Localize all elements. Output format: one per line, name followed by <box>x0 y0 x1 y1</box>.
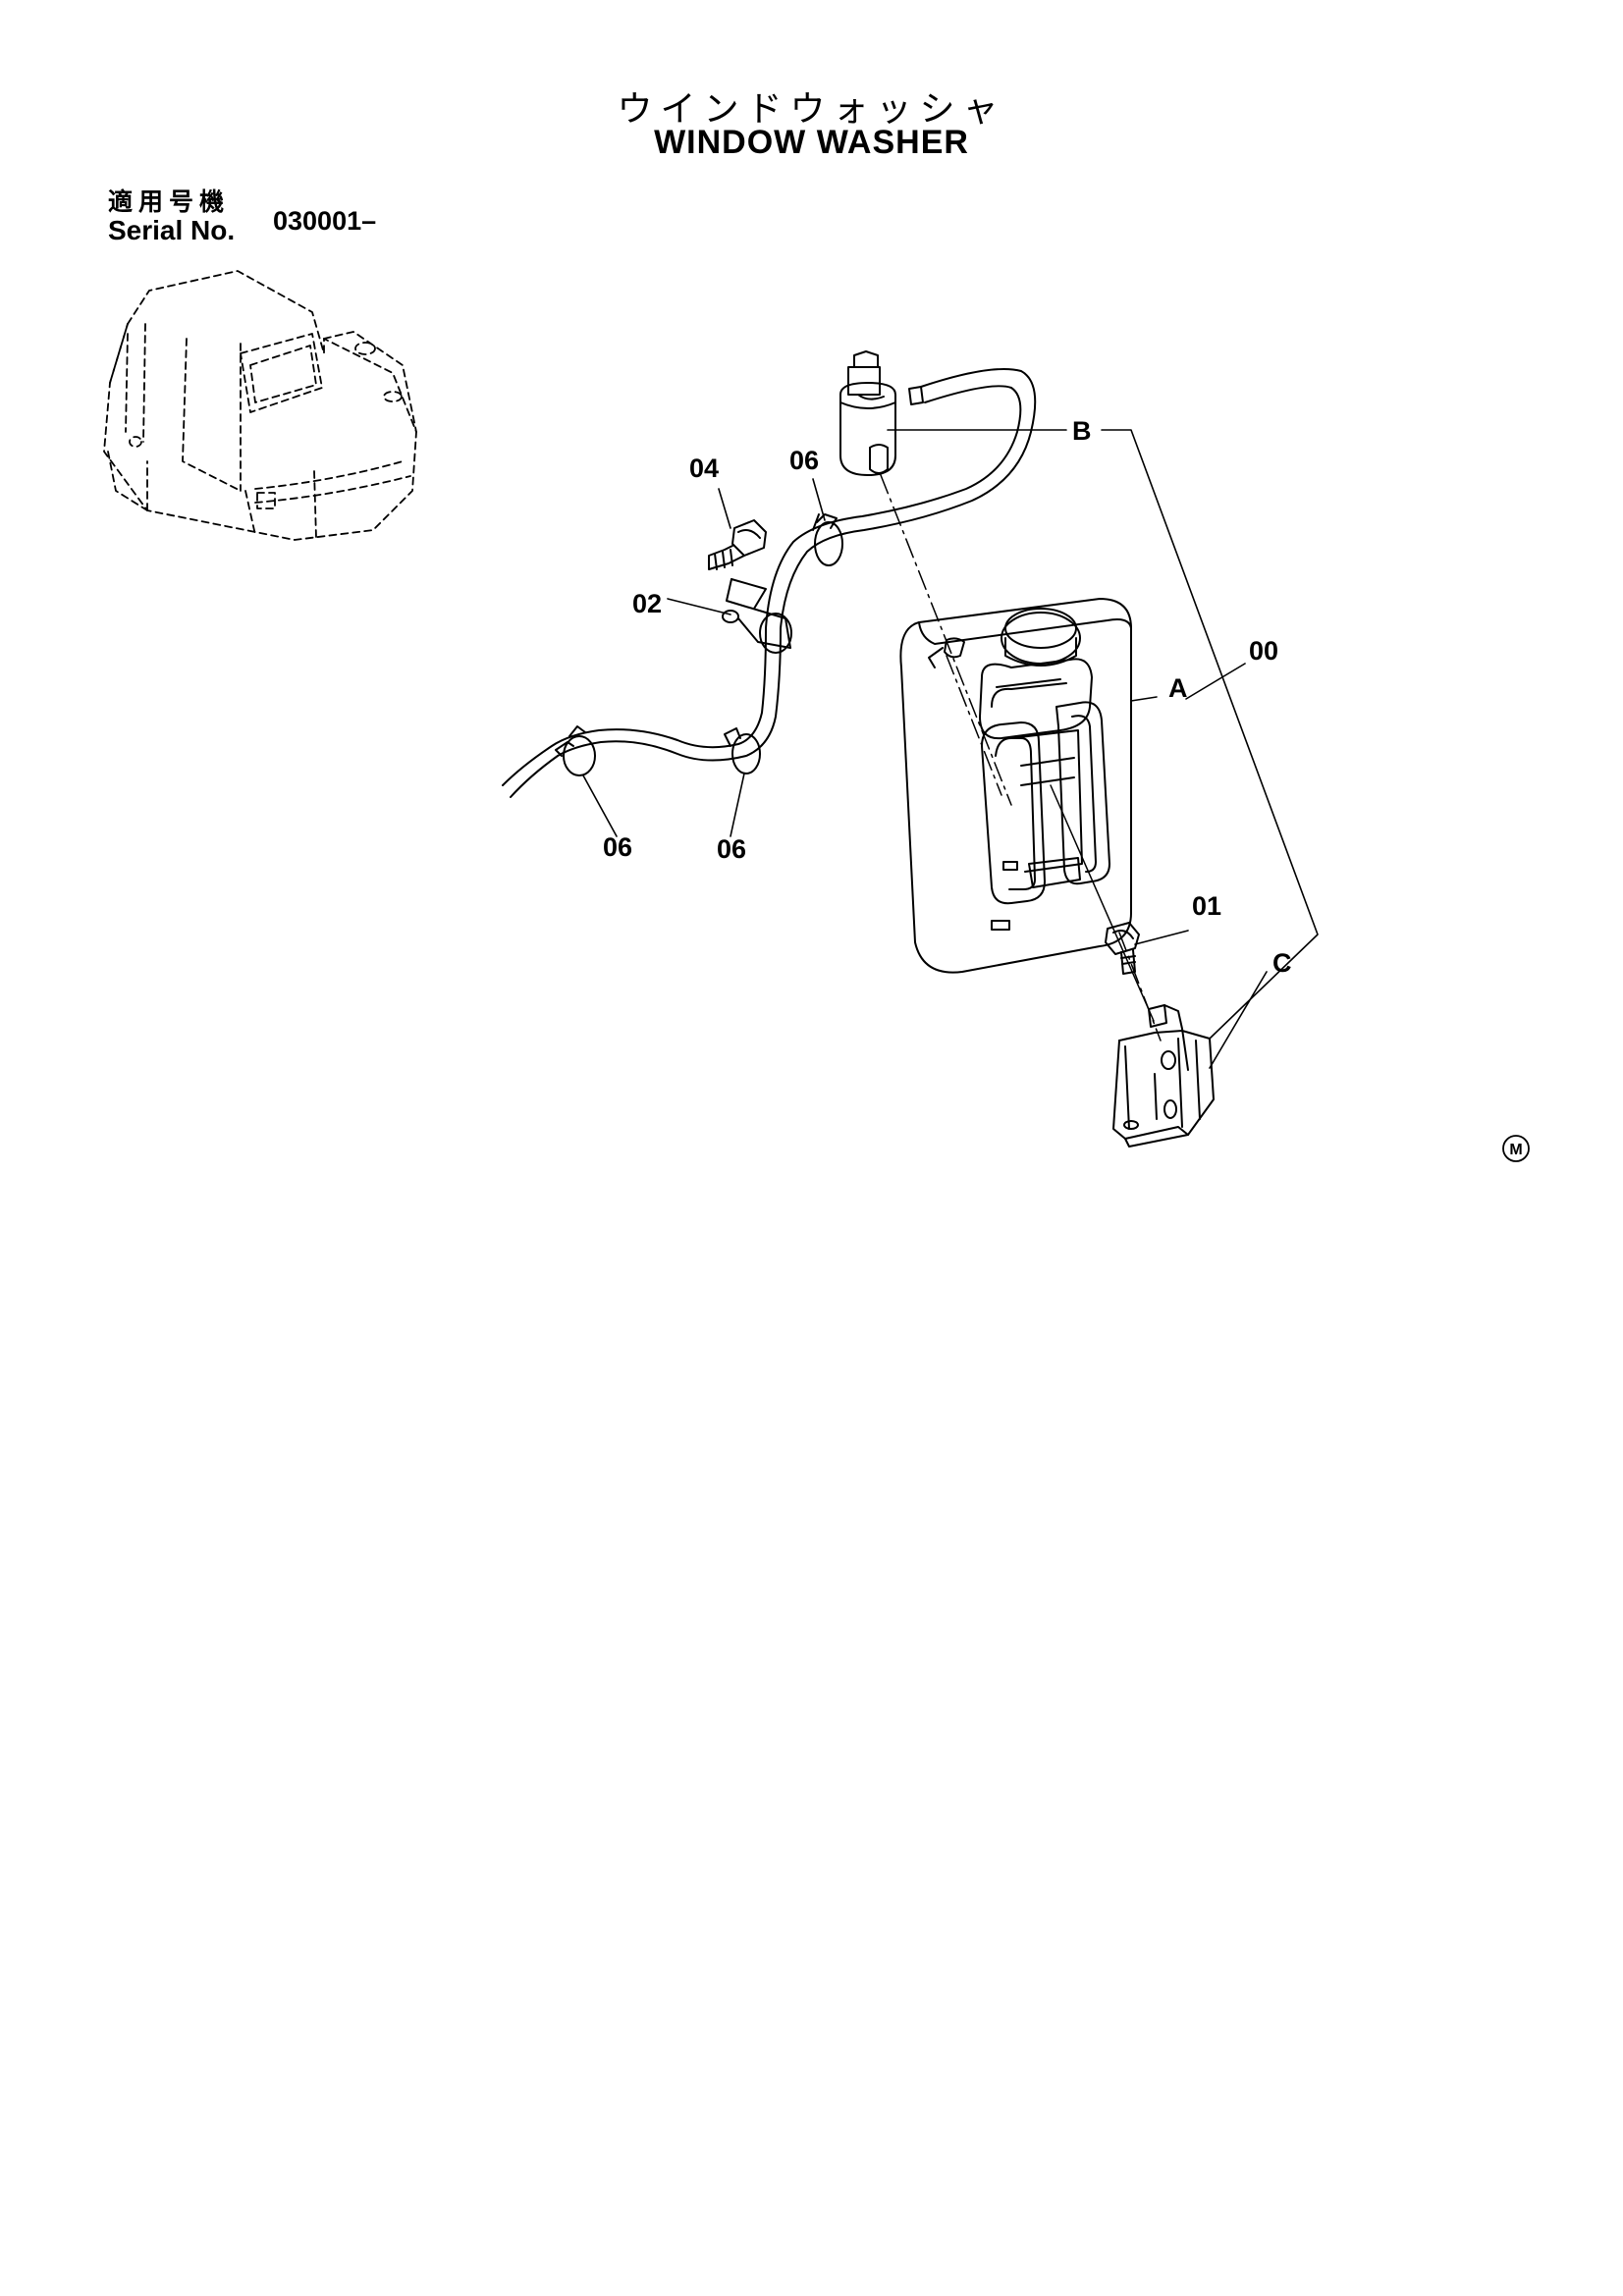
callout-04: 04 <box>689 454 719 483</box>
title-english: WINDOW WASHER <box>654 124 969 161</box>
title-japanese: ウインドウォッシャ <box>617 89 1006 130</box>
reference-letter-a: A <box>1168 673 1188 703</box>
assembly-line-tank-inner <box>946 655 1002 796</box>
serial-label-block: 適用号機 Serial No. <box>108 188 235 245</box>
assembly-line-tank-to-bracket <box>1050 784 1155 1022</box>
hose-clamp-top <box>812 513 843 566</box>
serial-number-value: 030001– <box>273 206 377 236</box>
tank-mounting-bracket <box>1112 1004 1215 1148</box>
callout-00: 00 <box>1249 636 1278 666</box>
washer-tank <box>899 598 1132 974</box>
callout-01: 01 <box>1192 891 1221 921</box>
callout-06-middle: 06 <box>717 834 746 864</box>
hose-clip <box>722 578 792 654</box>
assembly-line-bolt01 <box>1118 932 1162 1041</box>
reference-letter-c: C <box>1272 948 1292 978</box>
bolt-01 <box>1105 922 1140 975</box>
leader-lines <box>582 429 1319 1069</box>
callout-02: 02 <box>632 589 662 618</box>
tank-bottom-foot <box>991 920 1010 931</box>
serial-label-japanese: 適用号機 <box>108 187 231 216</box>
corner-mark-letter: M <box>1509 1142 1522 1158</box>
bolt-04 <box>708 519 767 570</box>
machine-location-thumbnail <box>103 270 417 541</box>
hose-clamp-middle <box>724 727 761 774</box>
callout-06-top: 06 <box>789 446 819 475</box>
reference-letter-b: B <box>1072 416 1092 446</box>
washer-hose <box>502 368 1037 798</box>
assembly-line-pump-to-tank <box>880 474 1012 806</box>
serial-label-english: Serial No. <box>108 215 236 245</box>
callout-06-left: 06 <box>603 832 632 862</box>
hose-clamp-left <box>555 725 596 776</box>
washer-pump-motor <box>839 350 924 476</box>
corner-mark: M <box>1502 1135 1530 1162</box>
